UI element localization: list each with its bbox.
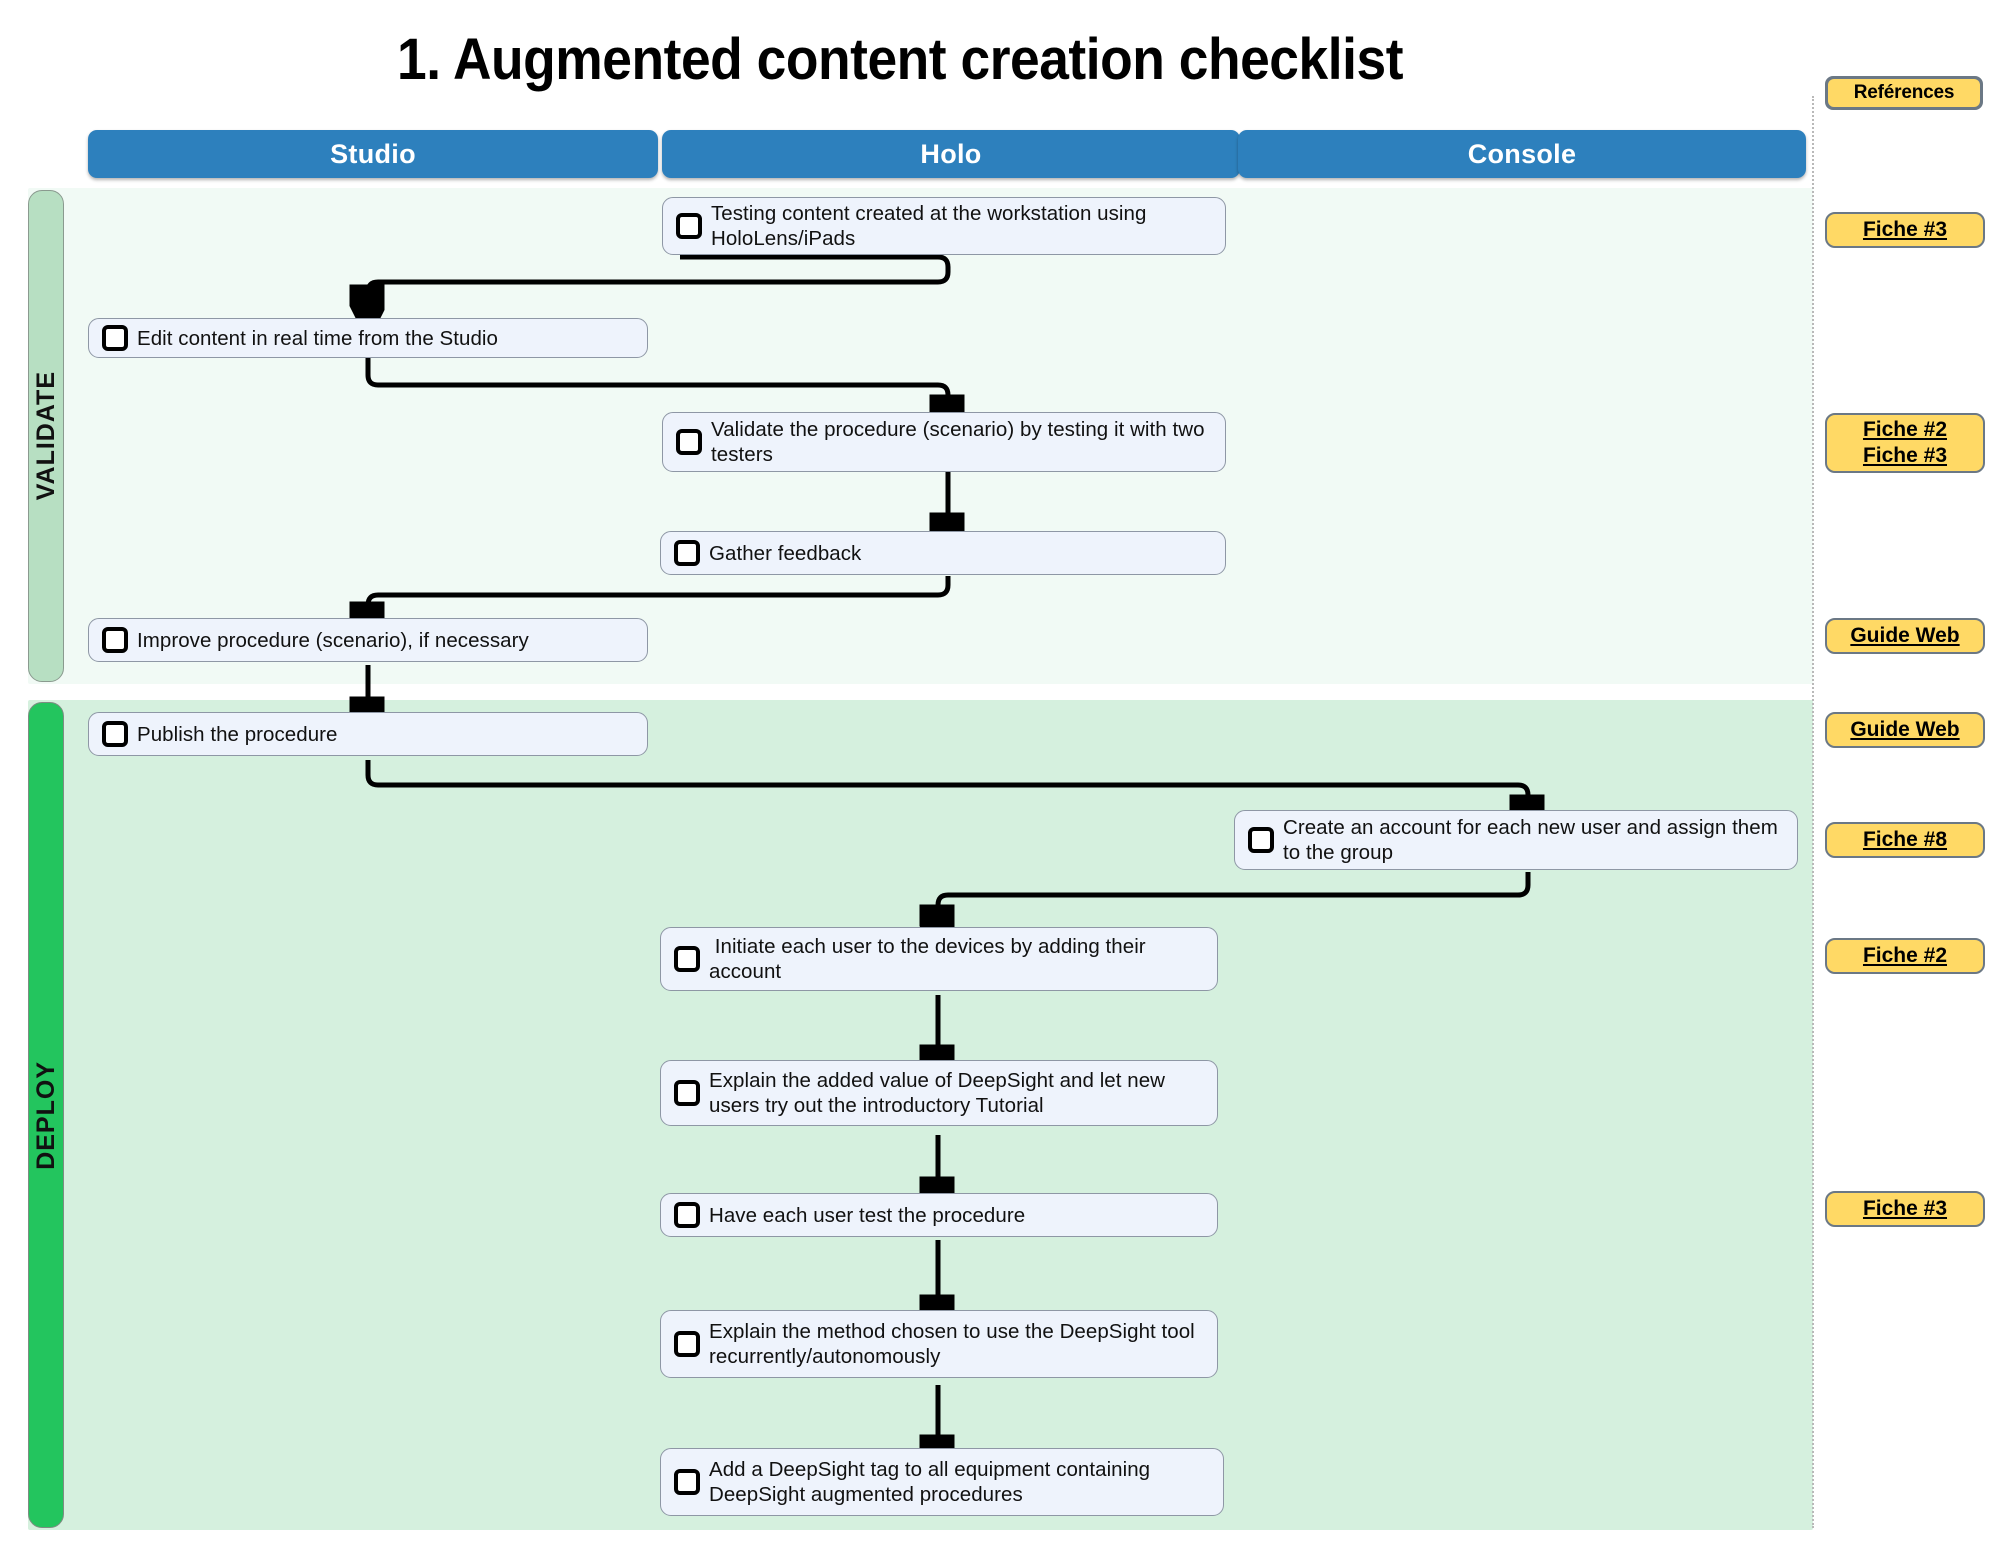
references-divider	[1812, 96, 1814, 1528]
column-header-holo[interactable]: Holo	[662, 130, 1240, 178]
reference-badge[interactable]: Fiche #2	[1825, 938, 1985, 974]
task-label: Initiate each user to the devices by add…	[709, 935, 1152, 983]
task-card[interactable]: Publish the procedure	[88, 712, 648, 756]
task-card[interactable]: Explain the added value of DeepSight and…	[660, 1060, 1218, 1126]
task-card[interactable]: Gather feedback	[660, 531, 1226, 575]
task-card[interactable]: Explain the method chosen to use the Dee…	[660, 1310, 1218, 1378]
task-label: Publish the procedure	[137, 722, 338, 746]
reference-badge[interactable]: Fiche #2 Fiche #3	[1825, 413, 1985, 473]
task-label: Have each user test the procedure	[709, 1203, 1026, 1227]
task-label: Testing content created at the workstati…	[711, 202, 1153, 250]
reference-badge[interactable]: Guide Web	[1825, 712, 1985, 748]
task-card[interactable]: Create an account for each new user and …	[1234, 810, 1798, 870]
task-label: Improve procedure (scenario), if necessa…	[137, 628, 529, 652]
phase-tab-deploy: DEPLOY	[28, 702, 64, 1528]
column-header-console-label: Console	[1467, 138, 1577, 169]
checkbox-icon[interactable]	[102, 325, 128, 351]
phase-tab-validate-label: VALIDATE	[31, 371, 60, 501]
task-card[interactable]: Add a DeepSight tag to all equipment con…	[660, 1448, 1224, 1516]
checkbox-icon[interactable]	[676, 213, 702, 239]
task-label: Gather feedback	[709, 541, 862, 565]
checkbox-icon[interactable]	[674, 540, 700, 566]
task-card[interactable]: Validate the procedure (scenario) by tes…	[662, 412, 1226, 472]
references-header-label: Reférences	[1828, 79, 1980, 107]
reference-line: Fiche #3	[1862, 218, 1948, 241]
reference-badge[interactable]: Fiche #3	[1825, 1191, 1985, 1227]
phase-tab-validate: VALIDATE	[28, 190, 64, 682]
task-card[interactable]: Improve procedure (scenario), if necessa…	[88, 618, 648, 662]
checkbox-icon[interactable]	[102, 627, 128, 653]
task-label: Create an account for each new user and …	[1283, 816, 1784, 864]
task-label: Edit content in real time from the Studi…	[137, 326, 498, 350]
column-header-studio-label: Studio	[330, 138, 416, 169]
checkbox-icon[interactable]	[102, 721, 128, 747]
column-header-studio[interactable]: Studio	[88, 130, 658, 178]
task-label: Validate the procedure (scenario) by tes…	[711, 418, 1211, 466]
task-label: Explain the added value of DeepSight and…	[709, 1069, 1171, 1117]
checkbox-icon[interactable]	[1248, 827, 1274, 853]
checkbox-icon[interactable]	[674, 1202, 700, 1228]
reference-line: Guide Web	[1850, 624, 1960, 647]
task-card[interactable]: Initiate each user to the devices by add…	[660, 927, 1218, 991]
checkbox-icon[interactable]	[674, 946, 700, 972]
page-title: 1. Augmented content creation checklist	[396, 27, 1404, 92]
checkbox-icon[interactable]	[674, 1469, 700, 1495]
reference-badge[interactable]: Guide Web	[1825, 618, 1985, 654]
reference-line: Fiche #8	[1862, 828, 1948, 851]
checkbox-icon[interactable]	[674, 1331, 700, 1357]
checkbox-icon[interactable]	[674, 1080, 700, 1106]
column-header-holo-label: Holo	[920, 138, 982, 169]
reference-line: Fiche #2	[1862, 418, 1948, 441]
task-card[interactable]: Edit content in real time from the Studi…	[88, 318, 648, 358]
reference-line: Fiche #3	[1862, 1197, 1948, 1220]
task-label: Add a DeepSight tag to all equipment con…	[709, 1458, 1156, 1506]
reference-line: Fiche #3	[1862, 444, 1948, 467]
reference-badge[interactable]: Fiche #8	[1825, 822, 1985, 858]
phase-tab-deploy-label: DEPLOY	[31, 1060, 60, 1170]
task-card[interactable]: Have each user test the procedure	[660, 1193, 1218, 1237]
task-label: Explain the method chosen to use the Dee…	[709, 1320, 1201, 1368]
column-header-console[interactable]: Console	[1238, 130, 1806, 178]
checkbox-icon[interactable]	[676, 429, 702, 455]
reference-line: Guide Web	[1850, 718, 1960, 741]
reference-badge[interactable]: Fiche #3	[1825, 212, 1985, 248]
task-card[interactable]: Testing content created at the workstati…	[662, 197, 1226, 255]
references-header-badge: Reférences	[1825, 76, 1983, 110]
reference-line: Fiche #2	[1862, 944, 1948, 967]
